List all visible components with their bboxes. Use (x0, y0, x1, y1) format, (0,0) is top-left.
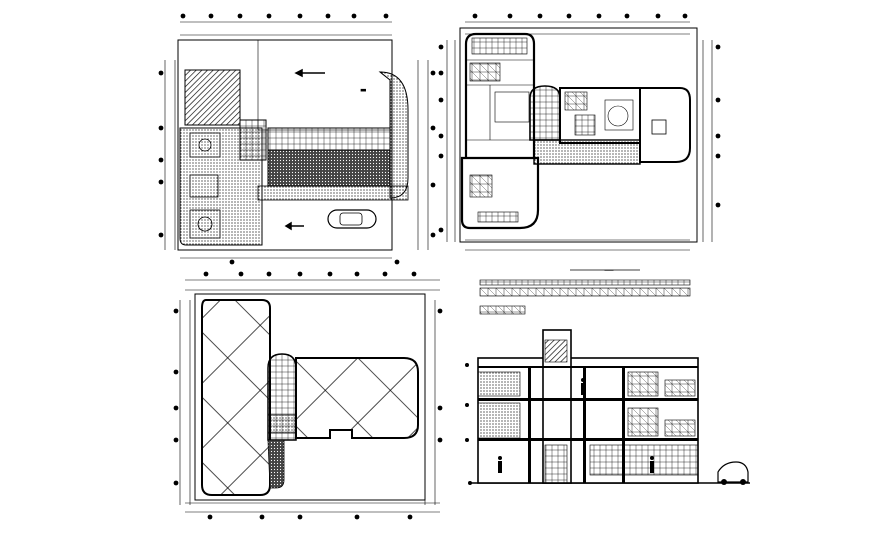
desk (651, 119, 667, 135)
driveway (257, 185, 409, 201)
corridor (533, 139, 641, 165)
property-boundary (459, 27, 698, 243)
direction-arrow-icon (284, 68, 325, 231)
car-icon (327, 209, 377, 229)
stair (239, 119, 267, 161)
parking-area (257, 39, 393, 131)
first-floor-plan (438, 13, 721, 251)
bay-room (639, 87, 691, 163)
roof-right (295, 357, 419, 439)
legend-strip-2 (479, 287, 691, 297)
central-room-details (564, 91, 634, 136)
ground-floor-plan: ▬ (158, 13, 436, 265)
lower-room-details (469, 174, 519, 223)
grid-markers (158, 13, 436, 265)
person-icon (498, 378, 654, 473)
grid-markers (438, 13, 721, 233)
legend-strip-1 (479, 279, 691, 286)
parapet-strip (267, 439, 285, 489)
roof-core-landing (267, 414, 297, 434)
legend-strip-3 (479, 305, 526, 315)
columns (528, 368, 625, 483)
section-elevation: — (465, 265, 750, 485)
panel-label: ▬ (360, 86, 367, 94)
dimension-lines (446, 21, 713, 251)
ramp-bottom (267, 149, 391, 187)
hatched-block (184, 69, 241, 126)
ramp-top (267, 127, 391, 151)
furniture (189, 132, 221, 239)
level-markers (465, 363, 472, 485)
scale-line: — (604, 265, 614, 276)
section-infill (477, 339, 699, 484)
grid-markers (173, 271, 443, 520)
room-walls (466, 37, 534, 141)
stair-tower (529, 85, 561, 141)
dimension-lines (164, 21, 429, 259)
car-elevation-icon (717, 461, 749, 485)
property-boundary (194, 293, 426, 501)
floor-slabs (478, 366, 698, 441)
roof-plan (173, 271, 443, 520)
roof-left (201, 299, 271, 496)
